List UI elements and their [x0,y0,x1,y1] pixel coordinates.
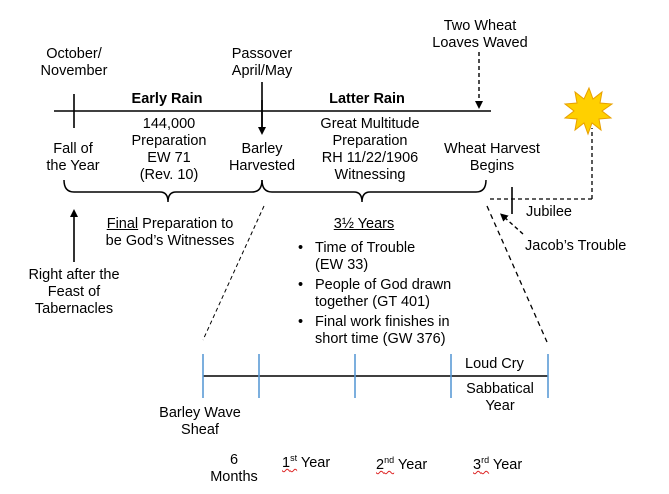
first-year-num: 1 [282,455,291,471]
label-six-months: 6 Months [198,452,270,486]
label-jubilee: Jubilee [526,204,572,220]
label-feast-line1: Right after the [28,267,120,283]
label-early-prep-line4: (Rev. 10) [139,167,199,183]
label-fall-line1: Fall of [53,141,93,157]
label-final-rest: Preparation to [138,216,234,232]
bullet-2-line2: together (GT 401) [315,294,430,310]
bullet-2-line1: People of God drawn [315,277,452,293]
label-loud-cry: Loud Cry [465,356,524,372]
label-october-november: October/ November [30,46,118,80]
sun-icon [563,86,614,136]
label-great-multitude-line4: Witnessing [334,167,406,183]
label-barley-wave-line2: Sheaf [181,422,219,438]
second-year-word: Year [397,457,428,473]
label-final-prep-line2: be God’s Witnesses [105,233,235,249]
label-latter-rain: Latter Rain [329,91,405,107]
label-great-multitude-line3: RH 11/22/1906 [321,150,419,166]
label-passover: Passover April/May [222,46,302,80]
label-fall-of-year: Fall of the Year [30,141,116,175]
label-barley-wave-line1: Barley Wave [159,405,241,421]
label-early-rain: Early Rain [131,91,203,107]
third-year-number: 3rd [473,455,490,474]
first-year-sup: st [290,453,298,463]
brace-three-half-years [261,179,487,203]
label-great-multitude: Great Multitude Preparation RH 11/22/190… [300,116,440,184]
label-passover-line2: April/May [231,63,293,79]
list-item: Final work finishes in short time (GW 37… [295,314,451,348]
label-three-half-years: 3½ Years [333,216,395,232]
list-item: People of God drawn together (GT 401) [295,277,451,311]
third-year-num: 3 [473,457,482,473]
label-two-wheat-loaves: Two Wheat Loaves Waved [418,18,542,52]
label-sabbatical-line1: Sabbatical [466,381,534,397]
list-item: Time of Trouble (EW 33) [295,240,451,274]
zoom-line-right [486,205,548,343]
label-first-year: 1st Year [282,453,331,472]
label-passover-line1: Passover [231,46,293,62]
bullet-1-line1: Time of Trouble [315,240,416,256]
zoom-line-left [202,205,265,341]
label-final-underlined: Final [106,216,139,232]
label-early-prep-line3: EW 71 [147,150,191,166]
three-half-years-list: Time of Trouble (EW 33) People of God dr… [295,240,451,351]
bullet-1-line2: (EW 33) [315,257,369,273]
first-year-word: Year [300,455,331,471]
label-october-line1: October/ [46,46,102,62]
label-sabbatical-line2: Year [485,398,515,414]
label-great-multitude-line2: Preparation [332,133,408,149]
label-final-preparation: Final Preparation to be God’s Witnesses [88,216,252,250]
third-year-sup: rd [481,455,490,465]
brace-final-preparation [63,179,263,203]
label-feast-line3: Tabernacles [34,301,114,317]
label-wheat-loaves-line2: Loaves Waved [432,35,528,51]
label-wheat-harvest-line1: Wheat Harvest [444,141,540,157]
label-six-months-line1: 6 [229,452,239,468]
label-great-multitude-line1: Great Multitude [320,116,420,132]
label-wheat-harvest-line2: Begins [469,158,515,174]
label-six-months-line2: Months [210,469,258,485]
label-fall-line2: the Year [46,158,100,174]
label-early-prep-line2: Preparation [131,133,207,149]
third-year-word: Year [492,457,523,473]
label-jacobs-trouble: Jacob’s Trouble [525,238,627,254]
label-final-prep-line1: Final Preparation to [88,216,252,233]
label-second-year: 2nd Year [376,455,428,474]
bullet-3-line1: Final work finishes in [315,314,450,330]
label-wheat-harvest: Wheat Harvest Begins [432,141,552,175]
label-october-line2: November [40,63,108,79]
second-year-number: 2nd [376,455,395,474]
label-barley-line2: Harvested [228,158,296,174]
label-barley-harvested: Barley Harvested [222,141,302,175]
second-year-sup: nd [384,455,395,465]
second-year-num: 2 [376,457,385,473]
first-year-number: 1st [282,453,298,472]
label-sabbatical-year: Sabbatical Year [456,381,544,415]
label-early-prep-line1: 144,000 [142,116,196,132]
label-barley-wave-sheaf: Barley Wave Sheaf [146,405,254,439]
bullet-3-line2: short time (GW 376) [315,331,446,347]
label-barley-line1: Barley [241,141,283,157]
label-feast-line2: Feast of [47,284,101,300]
jacobs-trouble-arrow [500,213,524,235]
label-feast-of-tabernacles: Right after the Feast of Tabernacles [18,267,130,318]
label-144000-preparation: 144,000 Preparation EW 71 (Rev. 10) [116,116,222,184]
label-third-year: 3rd Year [473,455,523,474]
label-wheat-loaves-line1: Two Wheat [443,18,517,34]
